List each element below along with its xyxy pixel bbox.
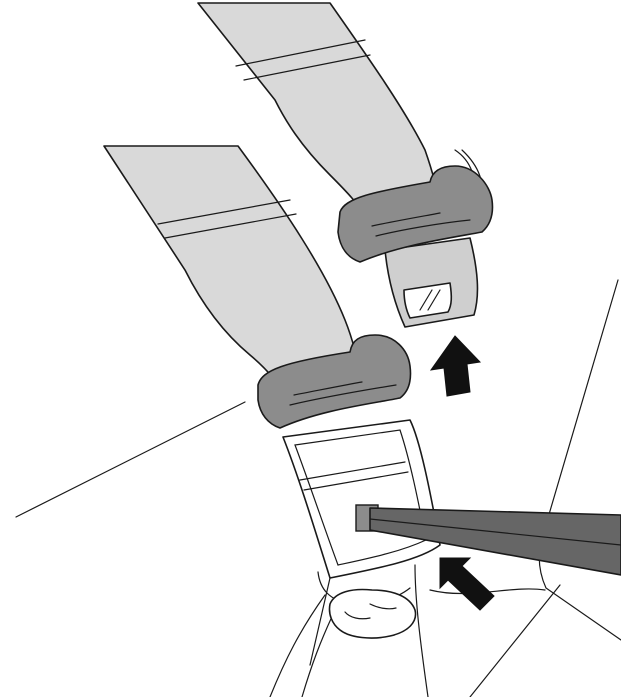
press-arrow-icon	[439, 557, 495, 611]
seat-background-lines	[15, 149, 621, 697]
insert-arrow-icon	[429, 335, 482, 397]
buckle-body	[269, 419, 441, 697]
release-tool	[369, 507, 621, 576]
lower-latch-plate	[257, 334, 412, 429]
upper-latch-plate	[337, 165, 494, 328]
